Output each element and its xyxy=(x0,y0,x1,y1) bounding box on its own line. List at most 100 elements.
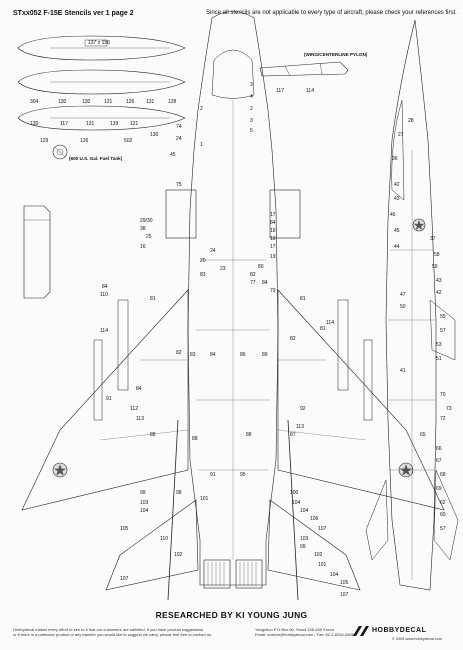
callout-label: 43 xyxy=(436,278,442,284)
callout-label: 67 xyxy=(436,458,442,464)
callout-label: 81 xyxy=(320,326,326,332)
callout-label: 53 xyxy=(436,342,442,348)
callout-label: 59 xyxy=(432,264,438,270)
callout-label: 37 xyxy=(430,236,436,242)
callout-label: 80 xyxy=(258,264,264,270)
roundel-star-icon xyxy=(52,462,68,478)
callout-label: 17 xyxy=(270,212,276,218)
callout-label: 70 xyxy=(440,392,446,398)
callout-label: 83 xyxy=(190,352,196,358)
pylon-label: 114 xyxy=(306,88,314,94)
tank-label: 126 xyxy=(80,138,89,144)
callout-label: 104 xyxy=(292,500,301,506)
callout-label: 58 xyxy=(434,252,440,258)
footer-contact: Yangchun P.O.Box.90, Seoul 158-655 Korea… xyxy=(255,627,375,637)
callout-label: 16 xyxy=(140,244,146,250)
callout-label: 51 xyxy=(436,356,442,362)
tank-label: 137 x 156 xyxy=(88,40,110,46)
tank-label: 130 xyxy=(82,99,91,105)
callout-label: 36 xyxy=(392,156,398,162)
callout-label: 82 xyxy=(176,350,182,356)
callout-label: 104 xyxy=(300,508,309,514)
callout-label: 92 xyxy=(300,406,306,412)
callout-label: 43 xyxy=(394,196,400,202)
callout-label: 105 xyxy=(120,526,129,532)
callout-label: 1 xyxy=(200,142,203,148)
callout-label: 74 xyxy=(176,124,182,130)
footer-disclaimer: Hobbydecal makes every effort to see to … xyxy=(13,627,248,637)
fuel-tank-labels: 137 x 156 304 130 130 121 126 131 128 13… xyxy=(30,40,177,144)
callout-label: 84 xyxy=(136,386,142,392)
callout-label: 84 xyxy=(102,284,108,290)
callout-label: 106 xyxy=(310,516,319,522)
tank-label: 117 xyxy=(60,121,68,127)
callout-label: 69 xyxy=(436,486,442,492)
callout-label: 73 xyxy=(446,406,452,412)
fuel-tank-end-view xyxy=(52,144,68,160)
side-view-labels: 2827364243464544375859434247505557535141… xyxy=(390,118,452,532)
callout-label: 47 xyxy=(400,292,406,298)
callout-label: 103 xyxy=(140,500,149,506)
callout-label: 79 xyxy=(270,288,276,294)
sheet-note: Since all stencils are not applicable to… xyxy=(206,10,457,16)
callout-label: 68 xyxy=(440,472,446,478)
callout-label: 84 xyxy=(262,280,268,286)
tank-label: 121 xyxy=(130,121,139,127)
callout-label: 101 xyxy=(318,562,327,568)
footer-address: Yangchun P.O.Box.90, Seoul 158-655 Korea xyxy=(255,627,334,632)
pylon-side-view xyxy=(259,61,349,77)
fuel-tank-bottom xyxy=(17,105,186,131)
callout-label: 17 xyxy=(270,244,276,250)
callout-label: 110 xyxy=(160,536,168,542)
callout-label: 99 xyxy=(140,490,146,496)
tank-label: 304 xyxy=(30,99,39,105)
tank-label: 128 xyxy=(168,99,177,105)
callout-label: 46 xyxy=(390,212,396,218)
callout-label: 84 xyxy=(270,220,276,226)
callout-label: 101 xyxy=(200,496,209,502)
fuel-tank-middle xyxy=(17,69,186,95)
sheet-title: STxx052 F-15E Stencils ver 1 page 2 xyxy=(13,10,134,17)
callout-label: 98 xyxy=(176,490,182,496)
callout-label: 81 xyxy=(150,296,156,302)
callout-label: 104 xyxy=(330,572,339,578)
aircraft-top-view xyxy=(21,11,445,601)
callout-label: 28 xyxy=(408,118,414,124)
callout-label: 114 xyxy=(326,320,334,326)
pylon-caption: (WING/CENTERLINE PYLON) xyxy=(304,52,368,57)
callout-label: 87 xyxy=(290,432,296,438)
callout-label: 62 xyxy=(440,500,446,506)
callout-label: 20 xyxy=(200,258,206,264)
tank-label: 129 xyxy=(40,138,49,144)
callout-label: 65 xyxy=(420,432,426,438)
callout-label: 102 xyxy=(314,552,323,558)
tank-label: 131 xyxy=(146,99,155,105)
callout-label: 82 xyxy=(250,272,256,278)
callout-label: 102 xyxy=(174,552,183,558)
callout-label: 4 xyxy=(250,94,253,100)
callout-label: 89 xyxy=(262,352,268,358)
roundel-star-icon xyxy=(412,218,426,232)
callout-label: 24 xyxy=(176,136,182,142)
callout-label: 113 xyxy=(296,424,304,430)
callout-label: 75 xyxy=(176,182,182,188)
callout-label: 105 xyxy=(340,580,349,586)
callout-label: 91 xyxy=(106,396,112,402)
callout-label: 38 xyxy=(140,226,146,232)
footer-disclaimer-line: Hobbydecal makes every effort to see to … xyxy=(13,627,204,632)
callout-label: 2 xyxy=(200,106,203,112)
callout-label: 112 xyxy=(130,406,138,412)
callout-label: 19 xyxy=(270,236,276,242)
brand-copyright: © 2005 www.hobbydecal.com xyxy=(392,637,443,641)
tank-label: 130 xyxy=(30,121,39,127)
callout-label: 42 xyxy=(394,182,400,188)
callout-label: 60 xyxy=(440,512,446,518)
tank-label: 121 xyxy=(104,99,113,105)
callout-label: 88 xyxy=(150,432,156,438)
callout-label: 81 xyxy=(300,296,306,302)
callout-label: 18 xyxy=(270,228,276,234)
fuel-tank-drawings xyxy=(17,35,186,160)
callout-label: 57 xyxy=(440,526,446,532)
